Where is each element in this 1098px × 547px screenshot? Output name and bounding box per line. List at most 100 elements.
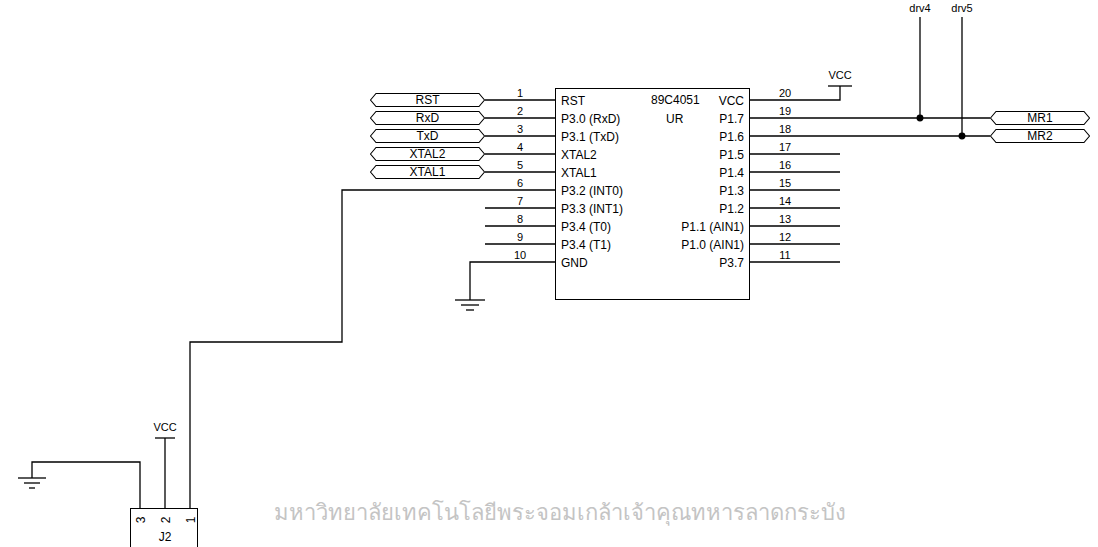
pin-name: P1.1 (AIN1)	[681, 220, 744, 234]
net-port: MR1	[990, 111, 1090, 125]
pin-label: 1	[184, 517, 198, 524]
pin-name: P3.4 (T1)	[561, 238, 611, 252]
pin-wire	[485, 225, 555, 226]
pin-wire	[750, 261, 840, 262]
pin-name: P1.5	[719, 148, 744, 162]
ground-symbol	[466, 309, 474, 310]
ic-package: 89C4051URRSTP3.0 (RxD)P3.1 (TxD)XTAL2XTA…	[555, 88, 750, 300]
net-wire	[919, 17, 920, 118]
pin-number: 11	[779, 249, 790, 261]
pin-name: P3.4 (T0)	[561, 220, 611, 234]
pin-number: 18	[779, 123, 791, 135]
pin-number: 4	[517, 141, 523, 153]
net-port: RxD	[370, 111, 485, 125]
net-name: RxD	[370, 111, 485, 125]
net-name: MR2	[990, 129, 1090, 143]
pin-name: P1.6	[719, 130, 744, 144]
pin-number: 17	[779, 141, 791, 153]
net-port: RST	[370, 93, 485, 107]
pin-name: P3.0 (RxD)	[561, 112, 620, 126]
pin-wire	[750, 189, 840, 190]
vcc-symbol	[155, 437, 175, 438]
pin-name: P3.3 (INT1)	[561, 202, 623, 216]
pin-wire	[485, 243, 555, 244]
net-name: MR1	[990, 111, 1090, 125]
ground-symbol	[24, 482, 40, 483]
pin-number: 15	[779, 177, 791, 189]
pin-number: 9	[517, 231, 523, 243]
port-outline	[371, 94, 485, 107]
pin-number: 12	[779, 231, 791, 243]
port-outline	[371, 166, 485, 179]
net-name: XTAL1	[370, 165, 485, 179]
signal-wire	[485, 135, 555, 136]
pin-name: P1.4	[719, 166, 744, 180]
pin-number: 7	[517, 195, 523, 207]
pin-wire	[750, 153, 840, 154]
pin-wire	[750, 171, 840, 172]
pin-number: 10	[514, 249, 526, 261]
net-port: TxD	[370, 129, 485, 143]
connector-wire	[32, 462, 140, 508]
pin-wire	[750, 243, 840, 244]
pin-number: 5	[517, 159, 523, 171]
net-port: XTAL2	[370, 147, 485, 161]
signal-wire	[485, 153, 555, 154]
pin-label: 2	[159, 517, 173, 524]
net-label: drv5	[951, 2, 972, 14]
reference-designator: J2	[159, 530, 172, 544]
pin-number: 2	[517, 105, 523, 117]
pin-wire	[750, 207, 840, 208]
pin-name: P3.7	[719, 256, 744, 270]
net-port: XTAL1	[370, 165, 485, 179]
port-outline	[991, 130, 1090, 143]
pin-name: P1.2	[719, 202, 744, 216]
pin-number: 19	[779, 105, 791, 117]
pin-name: P3.1 (TxD)	[561, 130, 619, 144]
net-wire	[961, 17, 962, 136]
net-label: drv4	[909, 2, 930, 14]
pin-number: 3	[517, 123, 523, 135]
pin-number: 13	[779, 213, 791, 225]
junction-dot	[917, 115, 923, 121]
port-outline	[371, 148, 485, 161]
watermark: มหาวิทยาลัยเทคโนโลยีพระจอมเกล้าเจ้าคุณทห…	[274, 500, 846, 526]
pin-number: 6	[517, 177, 523, 189]
net-label: VCC	[828, 69, 851, 81]
pin-wire	[485, 207, 555, 208]
pin-wire	[750, 225, 840, 226]
ground-symbol	[461, 304, 479, 305]
ground-symbol	[18, 477, 46, 478]
net-name: RST	[370, 93, 485, 107]
net-port: MR2	[990, 129, 1090, 143]
connector-header: 3 2 1J2	[130, 508, 198, 547]
ground-symbol	[455, 299, 485, 300]
pin-number: 1	[517, 87, 523, 99]
ground-symbol	[29, 487, 35, 488]
net-name: XTAL2	[370, 147, 485, 161]
pin-name: P3.2 (INT0)	[561, 184, 623, 198]
junction-dot	[959, 133, 965, 139]
port-outline	[371, 130, 485, 143]
pin-wire	[470, 262, 555, 300]
port-outline	[371, 112, 485, 125]
pin-name: XTAL1	[561, 166, 597, 180]
reference-designator: UR	[666, 112, 683, 126]
pin-label: 3	[134, 517, 148, 524]
pin-name: P1.3	[719, 184, 744, 198]
pin-name: VCC	[719, 94, 744, 108]
port-outline	[991, 112, 1090, 125]
signal-wire	[485, 99, 555, 100]
signal-wire	[485, 171, 555, 172]
pin-number: 8	[517, 213, 523, 225]
pin-number: 14	[779, 195, 791, 207]
pin-name: P1.0 (AIN1)	[681, 238, 744, 252]
pin-name: GND	[561, 256, 588, 270]
signal-wire	[750, 117, 990, 118]
part-number: 89C4051	[651, 93, 700, 107]
net-name: TxD	[370, 129, 485, 143]
signal-wire	[190, 190, 555, 508]
